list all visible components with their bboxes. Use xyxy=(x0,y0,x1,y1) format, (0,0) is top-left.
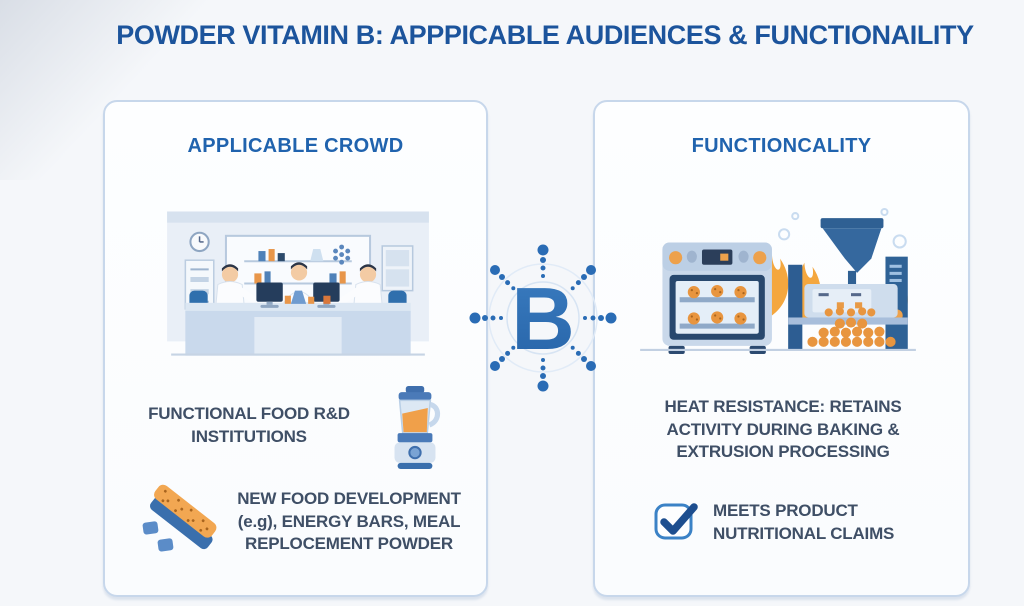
page-title: POWDER VITAMIN B: APPPICABLE AUDIENCES &… xyxy=(116,20,974,50)
wall-clock-icon xyxy=(189,231,210,253)
right-item-nutritional-claims-label: MEETS PRODUCT NUTRITIONAL CLAIMS xyxy=(713,501,895,543)
heat-scene-svg xyxy=(640,207,916,354)
right-panel-header: FUNCTIONCALITY xyxy=(691,135,872,157)
left-item-rd-institutions-label: FUNCTIONAL FOOD R&D INSTITUTIONS xyxy=(148,404,350,446)
left-item-new-food-label: NEW FOOD DEVELOPMENT (e.g), ENERGY BARS,… xyxy=(237,489,461,554)
molecule-icon xyxy=(333,244,351,265)
lab-bench xyxy=(185,302,411,356)
bench-glassware xyxy=(284,290,331,304)
left-panel-header: APPLICABLE CROWD xyxy=(187,135,404,157)
vitamin-b-letter: B xyxy=(511,269,575,368)
checkbox-checked-icon xyxy=(652,495,700,547)
applicable-crowd-panel: APPLICABLE CROWD xyxy=(103,100,488,597)
functionality-panel: FUNCTIONCALITY xyxy=(593,100,970,597)
lab-scene-svg xyxy=(167,211,429,356)
computer-monitor-left xyxy=(256,282,283,308)
wall-frame xyxy=(381,245,414,292)
energy-bar-icon xyxy=(135,478,235,564)
pellets xyxy=(807,307,896,347)
hub-outer-circle xyxy=(488,263,598,373)
extruder-icon xyxy=(788,218,908,350)
hub-inner-circle xyxy=(506,281,580,355)
right-item-heat-resistance-label: HEAT RESISTANCE: RETAINS ACTIVITY DURING… xyxy=(664,397,902,462)
oven-extruder-illustration xyxy=(630,195,924,369)
bubble-icons xyxy=(778,207,907,249)
lab-research-illustration xyxy=(161,197,435,365)
blender-icon xyxy=(385,386,445,470)
oven-icon xyxy=(662,242,772,354)
